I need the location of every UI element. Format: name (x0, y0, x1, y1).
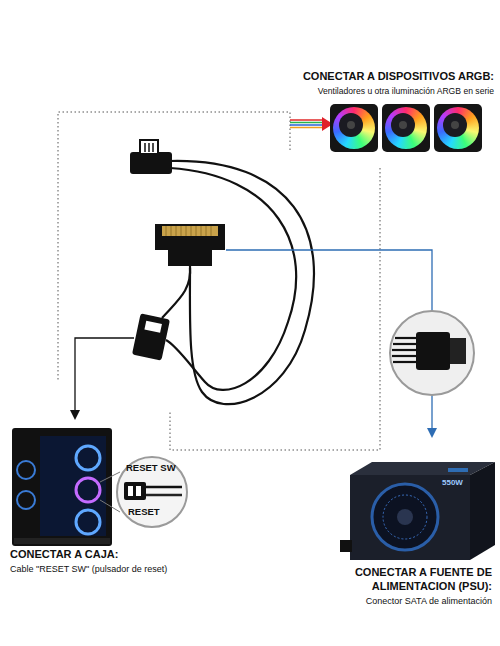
pin-label: RESET SW (126, 463, 176, 473)
callout-group: CONECTAR A DISPOSITIVOS ARGB: Ventiladore… (264, 70, 494, 96)
zoom-circle (117, 457, 187, 527)
callout-heading: CONECTAR A DISPOSITIVOS ARGB: (264, 70, 494, 84)
zoom-circle (390, 311, 474, 395)
argb-wires (290, 117, 333, 131)
callout-line (100, 472, 120, 482)
pin-label: RESET (128, 507, 160, 517)
cable (162, 161, 314, 404)
leader-line (226, 250, 432, 311)
arrow-head (70, 410, 80, 420)
argb-fan (330, 104, 378, 152)
dotted-frame (58, 112, 290, 380)
arrow-head (427, 428, 437, 438)
argb-connector (130, 140, 172, 174)
callout-line (100, 500, 120, 512)
leader-line (431, 395, 432, 428)
argb-fan (382, 104, 430, 152)
callout-group: CONECTAR A FUENTE DE ALIMENTACION (PSU):… (327, 566, 492, 607)
callout-group: CONECTAR A CAJA: Cable "RESET SW" (pulsad… (10, 548, 240, 575)
callout-heading: CONECTAR A FUENTE DE ALIMENTACION (PSU): (327, 566, 492, 594)
reset-connector (132, 313, 170, 360)
callout-heading: CONECTAR A CAJA: (10, 548, 240, 562)
callout-text: Ventiladores u otra iluminación ARGB en … (264, 86, 494, 97)
callout-text: Conector SATA de alimentación (327, 596, 492, 607)
psu (340, 462, 495, 560)
leader-line (75, 338, 134, 410)
wattage-label: 550W (442, 479, 463, 488)
dotted-frame (170, 168, 380, 450)
pc-case (12, 428, 112, 546)
argb-fan (434, 104, 482, 152)
callout-text: Cable "RESET SW" (pulsador de reset) (10, 564, 240, 575)
sata-connector (155, 224, 225, 266)
